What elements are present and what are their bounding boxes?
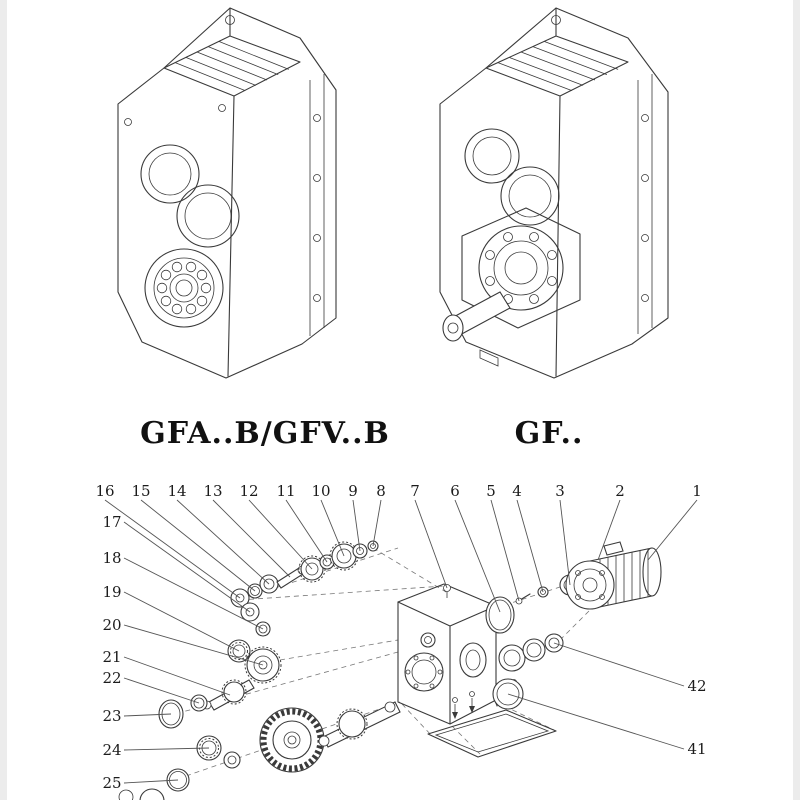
screw-icon [641,114,649,122]
output-bearing [144,248,224,328]
leader-lines [104,499,698,784]
page-edge-right [793,0,800,800]
intermediate-bore [176,184,240,248]
motor [565,541,662,610]
page-edge-left [0,0,7,800]
part-number-2: 2 [615,482,625,500]
screw-icon [313,294,321,302]
model-label-gfab-gfvb: GFA..B/GFV..B [140,416,390,451]
part-number-11: 11 [276,482,295,500]
part-number-23: 23 [102,707,121,725]
screw-icon [641,174,649,182]
leader-line-42 [553,642,685,687]
part-number-5: 5 [486,482,496,500]
intermediate-parts-cluster [158,602,282,729]
screw-icon [313,174,321,182]
leader-line-18 [123,557,264,630]
screw-icon [313,114,321,122]
input-bore [140,144,200,204]
part-number-9: 9 [348,482,358,500]
motor-flange [565,560,615,610]
base-plate [427,679,557,758]
leader-line-14 [176,499,270,585]
output-parts-cluster [118,701,401,800]
part-number-24: 24 [102,741,121,759]
leader-line-4 [516,499,544,593]
screw-icon [218,104,226,112]
screw-icon [313,234,321,242]
part-number-1: 1 [692,482,702,500]
screw-icon [641,294,649,302]
leader-line-22 [123,677,200,704]
leader-line-10 [320,499,345,557]
leader-line-19 [123,591,240,652]
part-number-13: 13 [203,482,222,500]
intermediate-bore [500,166,560,226]
leader-line-3 [559,499,571,586]
leader-line-15 [140,499,256,592]
part-number-21: 21 [102,648,121,666]
eyebolt-hole [225,15,235,25]
leader-line-21 [123,656,231,696]
leader-line-20 [123,624,264,666]
part-number-8: 8 [376,482,386,500]
terminal-box [603,541,624,556]
leader-line-23 [123,713,172,717]
leader-line-17 [123,521,251,613]
exploded-view-drawing [118,540,662,800]
part-number-19: 19 [102,583,121,601]
leader-line-16 [104,499,241,599]
leader-line-6 [454,499,501,613]
screw-icon [124,118,132,126]
leader-line-9 [352,499,361,552]
output-flange [461,207,581,329]
part-number-10: 10 [311,482,330,500]
leader-line-2 [597,499,621,561]
part-number-16: 16 [95,482,114,500]
screw-icon [641,234,649,242]
input-bore [464,128,520,184]
part-number-4: 4 [512,482,522,500]
input-parts-cluster [230,540,379,608]
leader-line-11 [285,499,328,563]
leader-line-1 [647,499,698,561]
leader-line-25 [123,779,179,784]
part-number-6: 6 [450,482,460,500]
part-number-15: 15 [131,482,150,500]
leader-line-8 [372,499,382,547]
eyebolt-hole [551,15,561,25]
part-number-3: 3 [555,482,565,500]
gearbox-left-drawing [117,7,337,379]
leader-line-5 [490,499,520,602]
foot-pad [479,349,499,367]
output-shaft [442,291,511,342]
part-number-17: 17 [102,513,121,531]
leader-line-12 [248,499,313,570]
part-number-18: 18 [102,549,121,567]
leader-line-24 [123,747,210,751]
part-number-12: 12 [239,482,258,500]
leader-line-41 [507,693,685,750]
motor-side-rings [485,574,581,672]
part-number-7: 7 [410,482,420,500]
leader-line-7 [414,499,448,589]
model-label-gf: GF.. [514,416,584,451]
part-number-22: 22 [102,669,121,687]
housing [397,583,497,725]
gearbox-right-drawing [439,7,669,379]
part-number-20: 20 [102,616,121,634]
leader-line-13 [212,499,291,578]
part-number-42: 42 [687,677,706,695]
part-number-14: 14 [167,482,186,500]
part-number-25: 25 [102,774,121,792]
part-number-41: 41 [687,740,706,758]
